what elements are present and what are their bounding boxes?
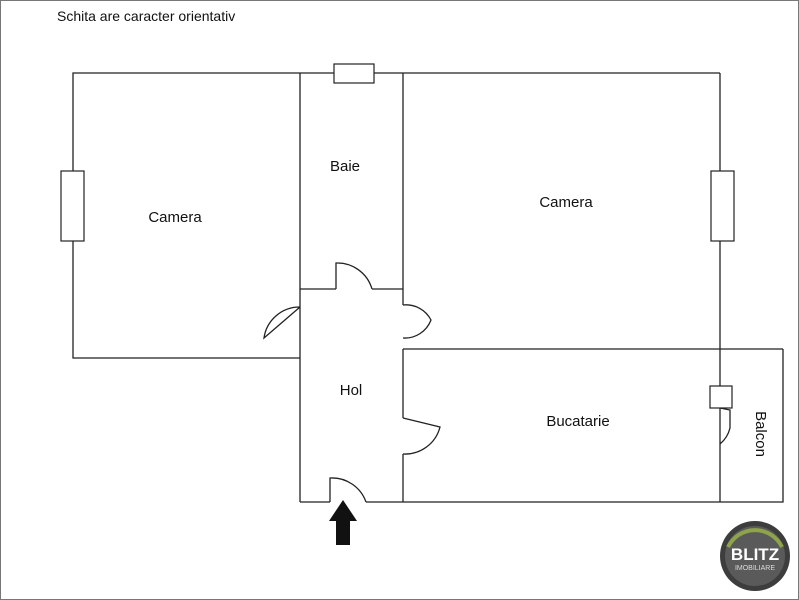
label-camera-left: Camera xyxy=(148,209,202,226)
blitz-logo: BLITZ IMOBILIARE xyxy=(720,521,790,591)
door-camera-right xyxy=(402,304,432,339)
label-bucatarie: Bucatarie xyxy=(546,413,609,430)
label-hol: Hol xyxy=(340,382,363,399)
entrance-arrow-icon xyxy=(329,500,357,545)
room-hol xyxy=(299,289,720,503)
door-baie xyxy=(335,262,373,290)
balcony-door-frame xyxy=(709,385,733,409)
window-camera-left xyxy=(60,170,85,242)
room-baie xyxy=(299,73,404,290)
window-camera-right xyxy=(710,170,735,242)
label-baie: Baie xyxy=(330,158,360,175)
window-baie xyxy=(333,63,375,84)
door-camera-left xyxy=(263,306,301,343)
label-balcon: Balcon xyxy=(752,411,769,457)
door-entrance xyxy=(329,477,367,503)
disclaimer-note: Schita are caracter orientativ xyxy=(57,8,236,24)
door-balcon xyxy=(719,407,731,445)
door-bucatarie xyxy=(402,417,441,455)
label-camera-right: Camera xyxy=(539,194,593,211)
room-bucatarie xyxy=(719,349,784,503)
logo-sub: IMOBILIARE xyxy=(735,565,775,572)
logo-name: BLITZ xyxy=(731,545,779,564)
